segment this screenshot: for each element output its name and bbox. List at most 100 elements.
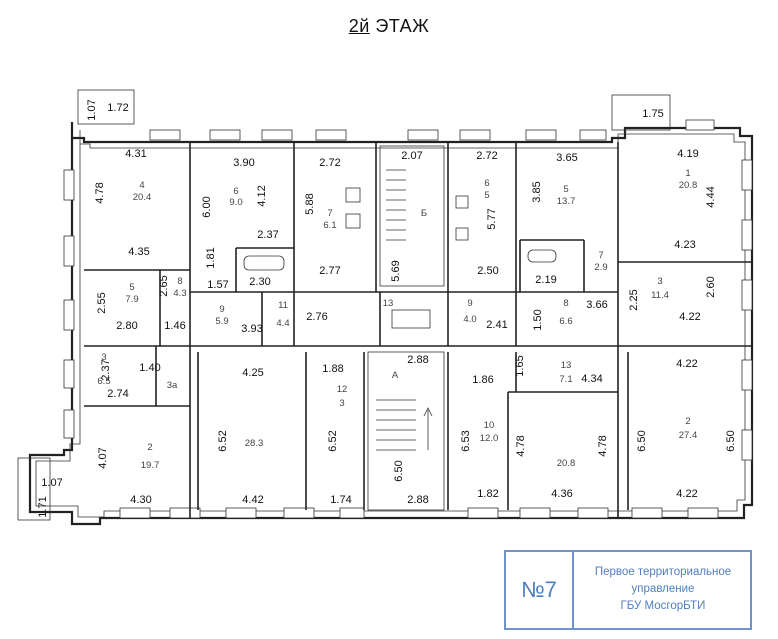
dim-label: 2.88 bbox=[407, 354, 428, 366]
dim-label: 1.82 bbox=[477, 488, 498, 500]
room-number: 2 bbox=[147, 442, 152, 453]
dim-label: 3.93 bbox=[241, 323, 262, 335]
room-number: 3 bbox=[101, 352, 106, 363]
dim-label: 2.60 bbox=[705, 276, 717, 297]
dim-label: 5.77 bbox=[486, 208, 498, 229]
room-number: 5 bbox=[563, 184, 568, 195]
dim-label: 2.25 bbox=[628, 289, 640, 310]
dim-label: 1.74 bbox=[330, 494, 351, 506]
interior-walls bbox=[84, 142, 752, 518]
dim-label: 2.37 bbox=[100, 359, 112, 380]
dim-label: 4.31 bbox=[125, 148, 146, 160]
room-number: 13 bbox=[383, 298, 394, 309]
room-labels: 4 20.4 6 9.0 7 6.1 Б 6 5 5 13.7 1 20.8 5… bbox=[97, 168, 697, 471]
dim-label: 1.86 bbox=[472, 374, 493, 386]
dim-label: 4.19 bbox=[677, 148, 698, 160]
dim-label: 1.57 bbox=[207, 279, 228, 291]
bti-stamp: №7 Первое территориальное управление ГБУ… bbox=[504, 550, 752, 630]
windows bbox=[63, 119, 753, 519]
room-number: 8 bbox=[177, 276, 182, 287]
room-area: 7.9 bbox=[125, 294, 138, 305]
dim-label: 6.52 bbox=[217, 430, 229, 451]
dim-label: 1.07 bbox=[41, 477, 62, 489]
room-area: 20.4 bbox=[133, 192, 152, 203]
dim-label: 6.00 bbox=[201, 196, 213, 217]
floor-title: 2й ЭТАЖ bbox=[0, 16, 778, 37]
room-number: 13 bbox=[561, 360, 572, 371]
dim-label: 4.22 bbox=[676, 488, 697, 500]
dim-label: 1.81 bbox=[205, 247, 217, 268]
dim-label: 4.23 bbox=[674, 239, 695, 251]
dim-label: 4.36 bbox=[551, 488, 572, 500]
dim-label: 2.65 bbox=[158, 275, 170, 296]
stamp-number: №7 bbox=[506, 552, 574, 628]
room-number: 3 bbox=[657, 276, 662, 287]
dim-label: 1.46 bbox=[164, 320, 185, 332]
dim-label: 2.55 bbox=[96, 292, 108, 313]
stamp-line: управление bbox=[631, 583, 695, 595]
dim-label: 2.19 bbox=[535, 274, 556, 286]
room-number: 7 bbox=[598, 250, 603, 261]
dim-label: 2.74 bbox=[107, 388, 128, 400]
dim-label: 4.25 bbox=[242, 367, 263, 379]
dim-label: 6.50 bbox=[393, 460, 405, 481]
room-area: 28.3 bbox=[245, 438, 264, 449]
stamp-text: Первое территориальное управление ГБУ Мо… bbox=[576, 564, 750, 615]
room-number: 11 bbox=[278, 300, 288, 311]
room-area: 7.1 bbox=[559, 374, 572, 385]
room-number: 2 bbox=[685, 416, 690, 427]
room-number: 8 bbox=[563, 298, 568, 309]
room-area: 6.6 bbox=[559, 316, 572, 327]
dim-label: 4.44 bbox=[705, 186, 717, 207]
floor-label: ЭТАЖ bbox=[375, 16, 430, 36]
dim-label: 4.30 bbox=[130, 494, 151, 506]
dim-label: 6.50 bbox=[725, 430, 737, 451]
floor-number: 2й bbox=[348, 16, 370, 36]
room-area: 3 bbox=[339, 398, 344, 409]
dim-label: 3.66 bbox=[586, 299, 607, 311]
dim-label: 3.85 bbox=[531, 181, 543, 202]
dim-label: 6.53 bbox=[460, 430, 472, 451]
dim-label: 5.88 bbox=[304, 193, 316, 214]
dim-label: 2.72 bbox=[319, 157, 340, 169]
dim-label: 1.72 bbox=[107, 102, 128, 114]
room-area: 5 bbox=[484, 190, 489, 201]
room-area: 19.7 bbox=[141, 460, 160, 471]
dim-label: 1.75 bbox=[642, 108, 663, 120]
room-number: 5 bbox=[129, 282, 134, 293]
dim-label: 2.88 bbox=[407, 494, 428, 506]
dim-label: 2.07 bbox=[401, 150, 422, 162]
dim-label: 4.78 bbox=[597, 435, 609, 456]
dim-label: 2.30 bbox=[249, 276, 270, 288]
room-number: 1 bbox=[685, 168, 690, 179]
dim-label: 2.77 bbox=[319, 265, 340, 277]
room-area: 13.7 bbox=[557, 196, 576, 207]
dim-label: 4.22 bbox=[676, 358, 697, 370]
stamp-line: ГБУ МосгорБТИ bbox=[620, 600, 706, 612]
room-area: 6.5 bbox=[97, 376, 110, 387]
dim-label: 1.07 bbox=[86, 99, 98, 120]
dim-label: 4.34 bbox=[581, 373, 602, 385]
room-number: 9 bbox=[219, 304, 224, 315]
dim-label: 4.12 bbox=[256, 185, 268, 206]
dim-label: 5.69 bbox=[390, 260, 402, 281]
room-area: 4.3 bbox=[173, 288, 186, 299]
room-area: 20.8 bbox=[679, 180, 698, 191]
room-number: А bbox=[392, 370, 399, 381]
room-number: 12 bbox=[337, 384, 348, 395]
room-number: 6 bbox=[233, 186, 238, 197]
dim-label: 4.35 bbox=[128, 246, 149, 258]
dim-label: 4.78 bbox=[515, 435, 527, 456]
dim-label: 1.50 bbox=[532, 309, 544, 330]
room-number: 10 bbox=[484, 420, 495, 431]
fixtures bbox=[243, 187, 557, 329]
dim-label: 1.65 bbox=[514, 355, 526, 376]
stairs bbox=[376, 169, 433, 451]
room-number: 9 bbox=[467, 298, 472, 309]
room-area: 20.8 bbox=[557, 458, 576, 469]
room-area: 12.0 bbox=[480, 433, 499, 444]
dim-label: 1.71 bbox=[37, 496, 49, 517]
dim-label: 1.40 bbox=[139, 362, 160, 374]
dim-label: 2.50 bbox=[477, 265, 498, 277]
